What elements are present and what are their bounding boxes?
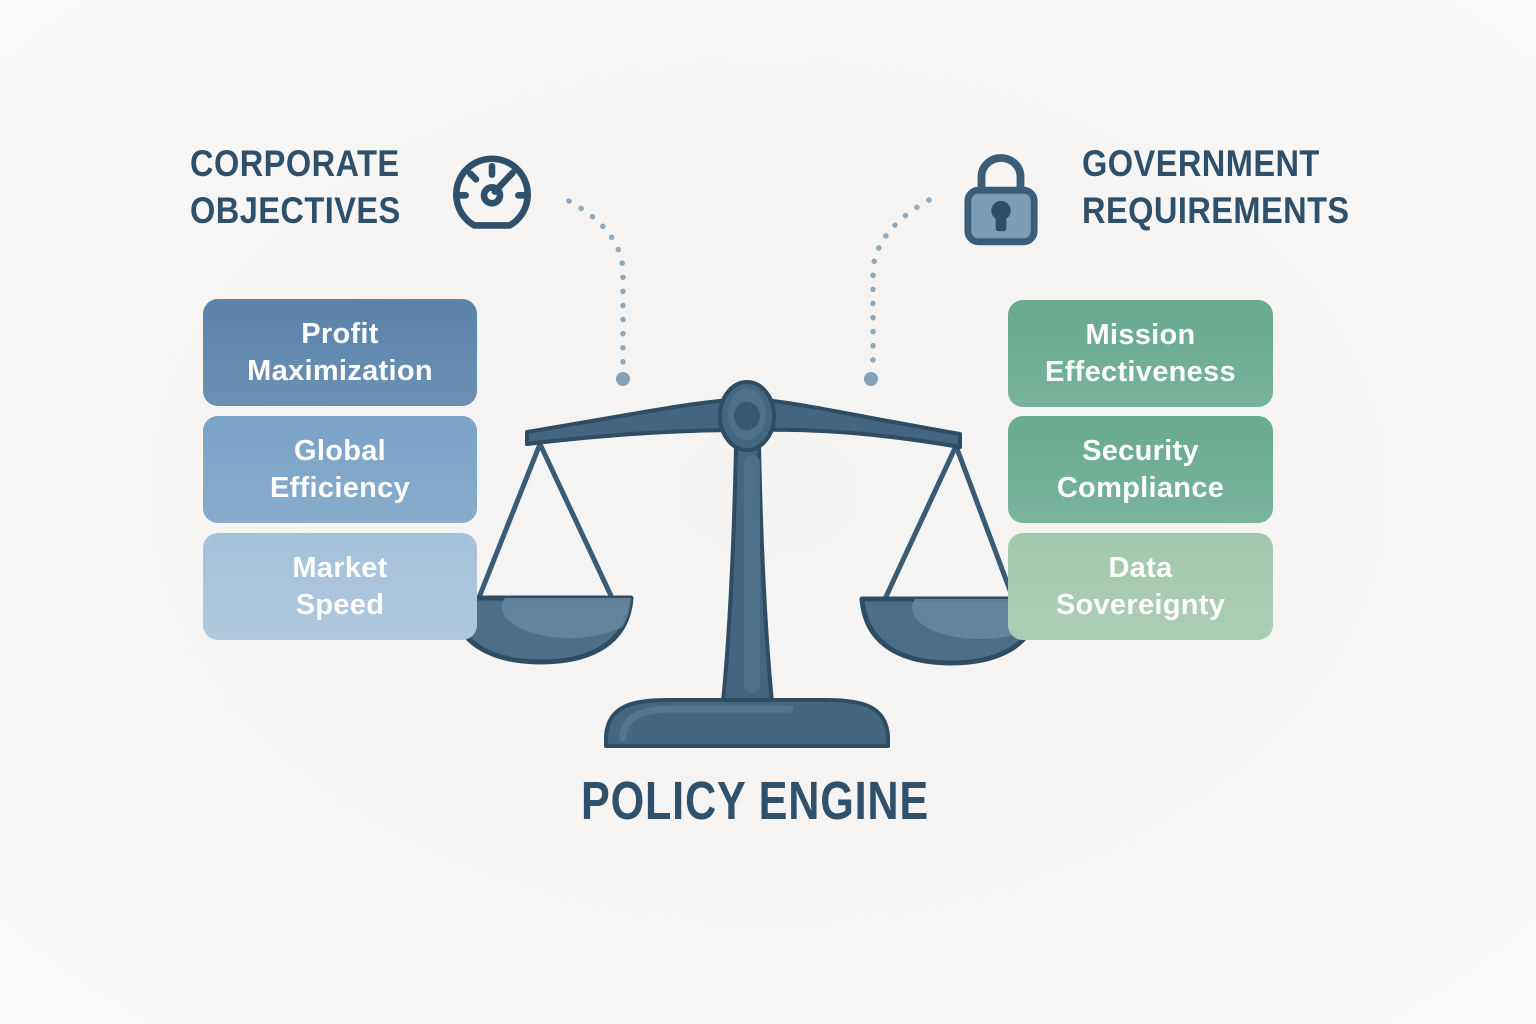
- gauge-icon: [445, 151, 539, 234]
- box-label: Security Compliance: [1056, 434, 1225, 504]
- box-label: Mission Effectiveness: [1045, 318, 1236, 388]
- scale-pivot: [718, 380, 776, 452]
- box-market-speed: Market Speed: [203, 533, 477, 640]
- box-data-sovereignty: Data Sovereignty: [1008, 533, 1273, 640]
- government-requirements-heading: GOVERNMENT REQUIREMENTS: [1082, 143, 1350, 231]
- box-label: Data Sovereignty: [1055, 551, 1226, 621]
- scale-strings: [475, 441, 1017, 604]
- corporate-objectives-heading: CORPORATE OBJECTIVES: [190, 143, 401, 231]
- left-dotted-connector: [566, 198, 626, 365]
- box-label: Market Speed: [292, 551, 388, 621]
- box-label: Global Efficiency: [270, 434, 410, 504]
- scale-column-highlight: [744, 455, 760, 693]
- right-dotted-connector: [870, 197, 932, 365]
- box-profit-maximization: Profit Maximization: [203, 299, 477, 406]
- scale-base-highlight: [619, 705, 794, 742]
- right-connector-end-dot: [864, 372, 878, 386]
- box-label: Profit Maximization: [247, 317, 433, 387]
- policy-engine-title: POLICY ENGINE: [580, 771, 930, 831]
- lock-icon: [962, 146, 1040, 247]
- box-mission-effectiveness: Mission Effectiveness: [1008, 300, 1273, 407]
- left-connector-end-dot: [616, 372, 630, 386]
- box-security-compliance: Security Compliance: [1008, 416, 1273, 523]
- box-global-efficiency: Global Efficiency: [203, 416, 477, 523]
